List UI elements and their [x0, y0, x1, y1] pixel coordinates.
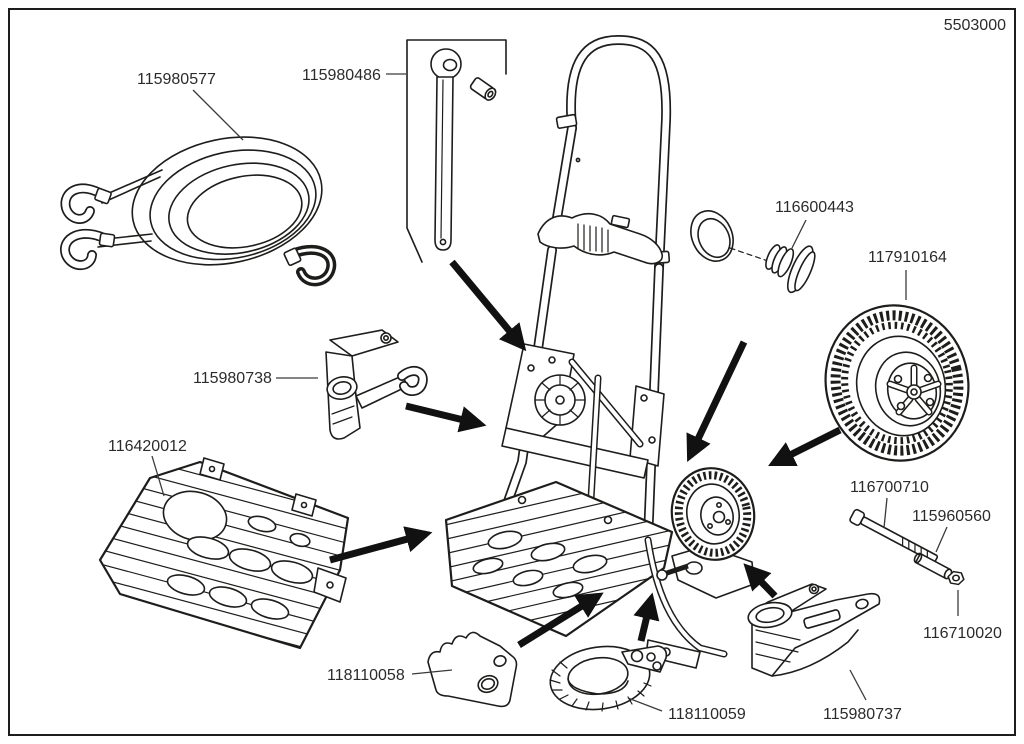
part-label-pin: 115980486: [302, 67, 381, 84]
leader-plate: [151, 455, 165, 497]
part-label-lockplate: 118110058: [327, 667, 405, 684]
part-label-wheel: 117910164: [868, 249, 947, 266]
leader-bungee: [192, 89, 244, 141]
axle-bolt-drawing: [849, 508, 939, 563]
part-label-lockring: 118110059: [668, 706, 746, 723]
lock-plate-drawing: [427, 631, 518, 708]
lock-nut-drawing: [947, 570, 965, 586]
bushing-set-drawing: [690, 210, 816, 294]
part-label-sleeve: 115960560: [912, 508, 991, 525]
mounted-wheel-drawing: [670, 467, 756, 561]
locking-pin-drawing: [430, 48, 497, 251]
leader-lines: [151, 73, 959, 712]
arrow-bracket-to-frame: [405, 402, 487, 433]
hand-truck-drawing: [444, 35, 756, 669]
spare-wheel-drawing: [824, 304, 970, 462]
diagram-border: [8, 8, 1016, 736]
arrow-lockplate-to-base: [517, 592, 604, 648]
document-code: 5503000: [944, 17, 1006, 34]
part-label-bracket737: 115980737: [823, 706, 902, 723]
assembly-arrows: [329, 259, 842, 648]
locking-pin-box: [406, 39, 507, 263]
leader-bolt: [883, 497, 888, 529]
leader-bracket737: [849, 669, 867, 701]
part-label-bungee: 115980577: [137, 71, 216, 88]
chassis-drawing: [501, 343, 665, 527]
leader-bushing: [791, 219, 807, 249]
part-label-bushing: 116600443: [775, 199, 854, 216]
arrow-plate-to-base: [329, 526, 433, 564]
folding-bracket-drawing: [325, 329, 428, 440]
arrow-pin-to-frame: [449, 259, 527, 352]
arrow-wheel-to-axle: [768, 426, 842, 467]
arrow-bracket737-to-axle: [743, 563, 778, 599]
arrow-bushing-to-frame: [686, 340, 748, 463]
handle-collar: [555, 113, 578, 129]
wheel-bracket-drawing: [747, 583, 881, 677]
handle-latch-drawing: [537, 212, 664, 265]
mounted-base-plate-drawing: [444, 480, 674, 638]
load-plate-drawing: [98, 457, 350, 650]
lock-ring-drawing: [549, 645, 668, 712]
axle-bracket-drawing: [656, 545, 755, 599]
bungee-cord-drawing: [60, 136, 337, 287]
leader-sleeve: [935, 526, 948, 553]
part-label-plate: 116420012: [108, 438, 187, 455]
leader-lockplate: [411, 669, 453, 675]
leader-lockring: [627, 697, 663, 712]
part-label-bolt: 116700710: [850, 479, 929, 496]
arrow-lockring-to-base: [633, 592, 660, 642]
pin-box-frame: [406, 39, 507, 263]
part-label-bracket738: 115980738: [193, 370, 272, 387]
part-label-nut: 116710020: [923, 625, 1002, 642]
